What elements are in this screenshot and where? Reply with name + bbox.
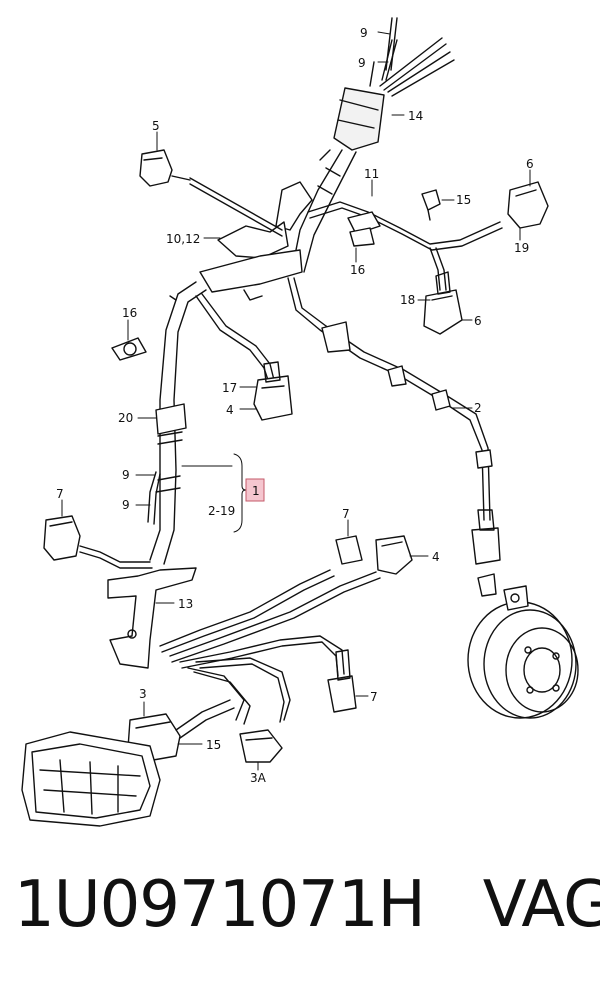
callout-6-mid: 6 xyxy=(474,314,482,328)
callout-2-19: 2-19 xyxy=(208,504,235,518)
speed-sensor-branch-2 xyxy=(287,277,501,565)
mounting-bracket-13 xyxy=(107,567,197,669)
callout-4-right: 4 xyxy=(432,550,440,564)
callout-1: 1 xyxy=(252,484,260,498)
callout-1-highlight xyxy=(245,478,265,502)
callout-7-mid: 7 xyxy=(342,507,350,521)
callout-7-bottom: 7 xyxy=(370,690,378,704)
part-number: 1U0971071H xyxy=(14,868,426,942)
leader-lines xyxy=(61,31,531,771)
callout-9-second: 9 xyxy=(358,56,366,70)
callout-2: 2 xyxy=(474,401,482,415)
callout-15-right: 15 xyxy=(456,193,471,207)
connector-5 xyxy=(139,149,283,237)
callout-9-left-a: 9 xyxy=(122,468,130,482)
callout-15-bottom: 15 xyxy=(206,738,221,752)
callout-13: 13 xyxy=(178,597,193,611)
callout-7-left: 7 xyxy=(56,487,64,501)
connector-17-branch xyxy=(195,293,293,421)
callout-9-left-b: 9 xyxy=(122,498,130,512)
callout-labels: 9 9 14 5 11 6 15 19 10,12 16 18 6 16 17 … xyxy=(56,26,534,785)
callout-10-12: 10,12 xyxy=(166,232,200,246)
connector-7-left xyxy=(43,515,153,569)
callout-4-left: 4 xyxy=(226,403,234,417)
right-upper-branch xyxy=(307,181,549,335)
part-number-footer: 1U0971071H VAG xyxy=(14,868,600,942)
mounting-bracket-top xyxy=(199,181,313,301)
callout-6-top: 6 xyxy=(526,157,534,171)
callout-16-left: 16 xyxy=(122,306,137,320)
callout-5: 5 xyxy=(152,119,160,133)
callout-16-right: 16 xyxy=(350,263,365,277)
callout-3: 3 xyxy=(139,687,147,701)
callout-11: 11 xyxy=(364,167,379,181)
brand-name: VAG xyxy=(482,868,600,942)
left-harness-trunk xyxy=(111,281,207,565)
callout-3a: 3A xyxy=(250,771,267,785)
callout-9-top: 9 xyxy=(360,26,368,40)
top-wire-ends xyxy=(369,17,455,97)
headlight-housing xyxy=(21,731,161,827)
callout-17: 17 xyxy=(222,381,237,395)
callout-19: 19 xyxy=(514,241,529,255)
callout-20: 20 xyxy=(118,411,133,425)
wiring-harness-diagram: 9 9 14 5 11 6 15 19 10,12 16 18 6 16 17 … xyxy=(21,17,579,827)
brake-disc xyxy=(467,573,579,719)
callout-18: 18 xyxy=(400,293,415,307)
callout-14: 14 xyxy=(408,109,423,123)
grouping-bracket xyxy=(233,453,247,533)
lower-wiring-bundle xyxy=(127,535,413,763)
